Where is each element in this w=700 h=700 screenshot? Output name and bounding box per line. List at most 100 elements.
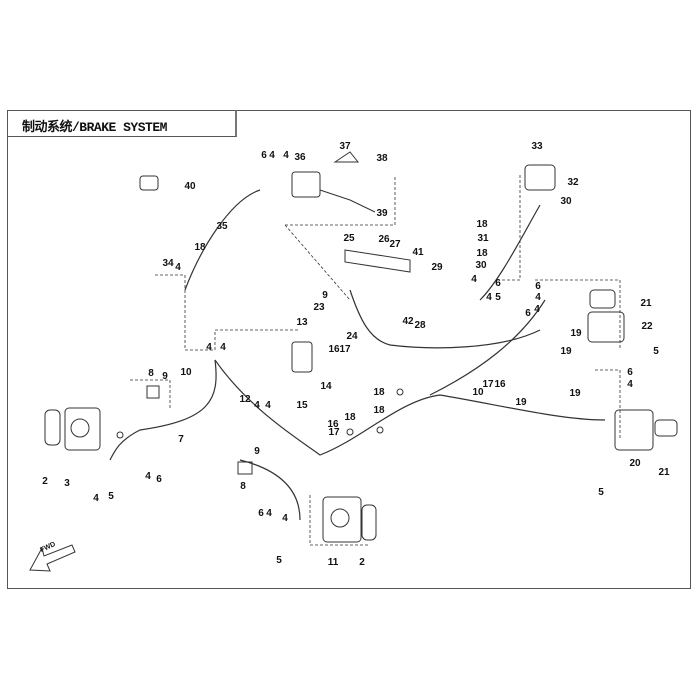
callout-number: 17 (482, 379, 494, 390)
callout-number: 5 (598, 487, 604, 498)
callout-number: 4 (220, 342, 226, 353)
callout-number: 4 (206, 342, 212, 353)
rear-hose (349, 289, 541, 349)
callout-number: 19 (515, 397, 527, 408)
callout-number: 26 (378, 234, 390, 245)
callout-number: 31 (477, 233, 489, 244)
front-left-caliper (44, 407, 101, 451)
callout-number: 5 (495, 292, 501, 303)
callout-number: 6 (495, 278, 501, 289)
callout-number: 33 (531, 141, 543, 152)
callout-number: 7 (178, 434, 184, 445)
callout-number: 18 (373, 405, 385, 416)
callout-number: 8 (240, 481, 246, 492)
callout-number: 4 (534, 304, 540, 315)
rear-caliper-lower (614, 409, 678, 451)
callout-number: 20 (629, 458, 641, 469)
callout-number: 4 (175, 262, 181, 273)
front-right-hose (239, 459, 301, 521)
callout-number: 9 (322, 290, 328, 301)
callout-number: 41 (412, 247, 424, 258)
callout-number: 9 (162, 371, 168, 382)
callout-number: 3 (64, 478, 70, 489)
callout-number: 16 (328, 344, 340, 355)
crossover-line (429, 299, 546, 396)
callout-number: 18 (476, 248, 488, 259)
callout-number: 6 (156, 474, 162, 485)
callout-number: 2 (359, 557, 365, 568)
callout-number: 18 (373, 387, 385, 398)
callout-number: 6 (627, 367, 633, 378)
callout-number: 21 (658, 467, 670, 478)
callout-number: 32 (567, 177, 579, 188)
callout-number: 21 (640, 298, 652, 309)
callout-number: 4 (471, 274, 477, 285)
callout-number: 19 (560, 346, 572, 357)
callout-number: 4 (145, 471, 151, 482)
diagram-frame (7, 110, 691, 589)
callout-number: 38 (376, 153, 388, 164)
callout-number: 18 (194, 242, 206, 253)
callout-number: 15 (296, 400, 308, 411)
callout-number: 4 (266, 508, 272, 519)
callout-number: 5 (653, 346, 659, 357)
callout-number: 2 (42, 476, 48, 487)
callout-number: 4 (282, 513, 288, 524)
callout-number: 40 (184, 181, 196, 192)
callout-number: 16 (494, 379, 506, 390)
callout-number: 19 (569, 388, 581, 399)
callout-number: 10 (472, 387, 484, 398)
fwd-arrow (29, 544, 76, 572)
callout-number: 5 (108, 491, 114, 502)
callout-number: 25 (343, 233, 355, 244)
main-brake-line-left (109, 359, 217, 461)
callout-number: 22 (641, 321, 653, 332)
callout-number: 30 (475, 260, 487, 271)
callout-number: 13 (296, 317, 308, 328)
callout-number: 6 (261, 150, 267, 161)
rear-reservoir (524, 164, 556, 191)
callout-number: 4 (265, 400, 271, 411)
rear-brake-hose (479, 204, 541, 301)
leader-lines (130, 175, 621, 546)
master-cylinder (291, 151, 376, 213)
proportioning-valve (291, 341, 313, 373)
callout-number: 30 (560, 196, 572, 207)
main-brake-line-center (214, 359, 606, 456)
callout-number: 17 (328, 427, 340, 438)
front-right-caliper (322, 496, 377, 543)
callout-number: 4 (93, 493, 99, 504)
callout-number: 11 (327, 557, 339, 568)
callout-number: 28 (414, 320, 426, 331)
callout-number: 29 (431, 262, 443, 273)
callout-number: 14 (320, 381, 332, 392)
callout-number: 4 (535, 292, 541, 303)
callout-number: 4 (254, 400, 260, 411)
brake-switch (139, 175, 159, 191)
callout-number: 4 (627, 379, 633, 390)
callout-number: 35 (216, 221, 228, 232)
callout-number: 37 (339, 141, 351, 152)
callout-number: 36 (294, 152, 306, 163)
callout-number: 16 (327, 419, 339, 430)
hose-clips (116, 385, 404, 475)
rear-caliper-upper (587, 289, 625, 343)
callout-number: 34 (162, 258, 174, 269)
bracket (344, 249, 411, 273)
callout-number: 12 (239, 394, 251, 405)
title-box (7, 110, 237, 137)
callout-number: 5 (276, 555, 282, 566)
callout-number: 4 (269, 150, 275, 161)
callout-number: 19 (570, 328, 582, 339)
callout-number: 8 (148, 368, 154, 379)
callout-number: 39 (376, 208, 388, 219)
callout-number: 27 (389, 239, 401, 250)
callout-number: 18 (476, 219, 488, 230)
callout-number: 4 (486, 292, 492, 303)
callout-number: 24 (346, 331, 358, 342)
callout-number: 6 (525, 308, 531, 319)
callout-number: 6 (258, 508, 264, 519)
callout-number: 17 (339, 344, 351, 355)
callout-number: 18 (344, 412, 356, 423)
front-brake-hose (184, 189, 261, 291)
